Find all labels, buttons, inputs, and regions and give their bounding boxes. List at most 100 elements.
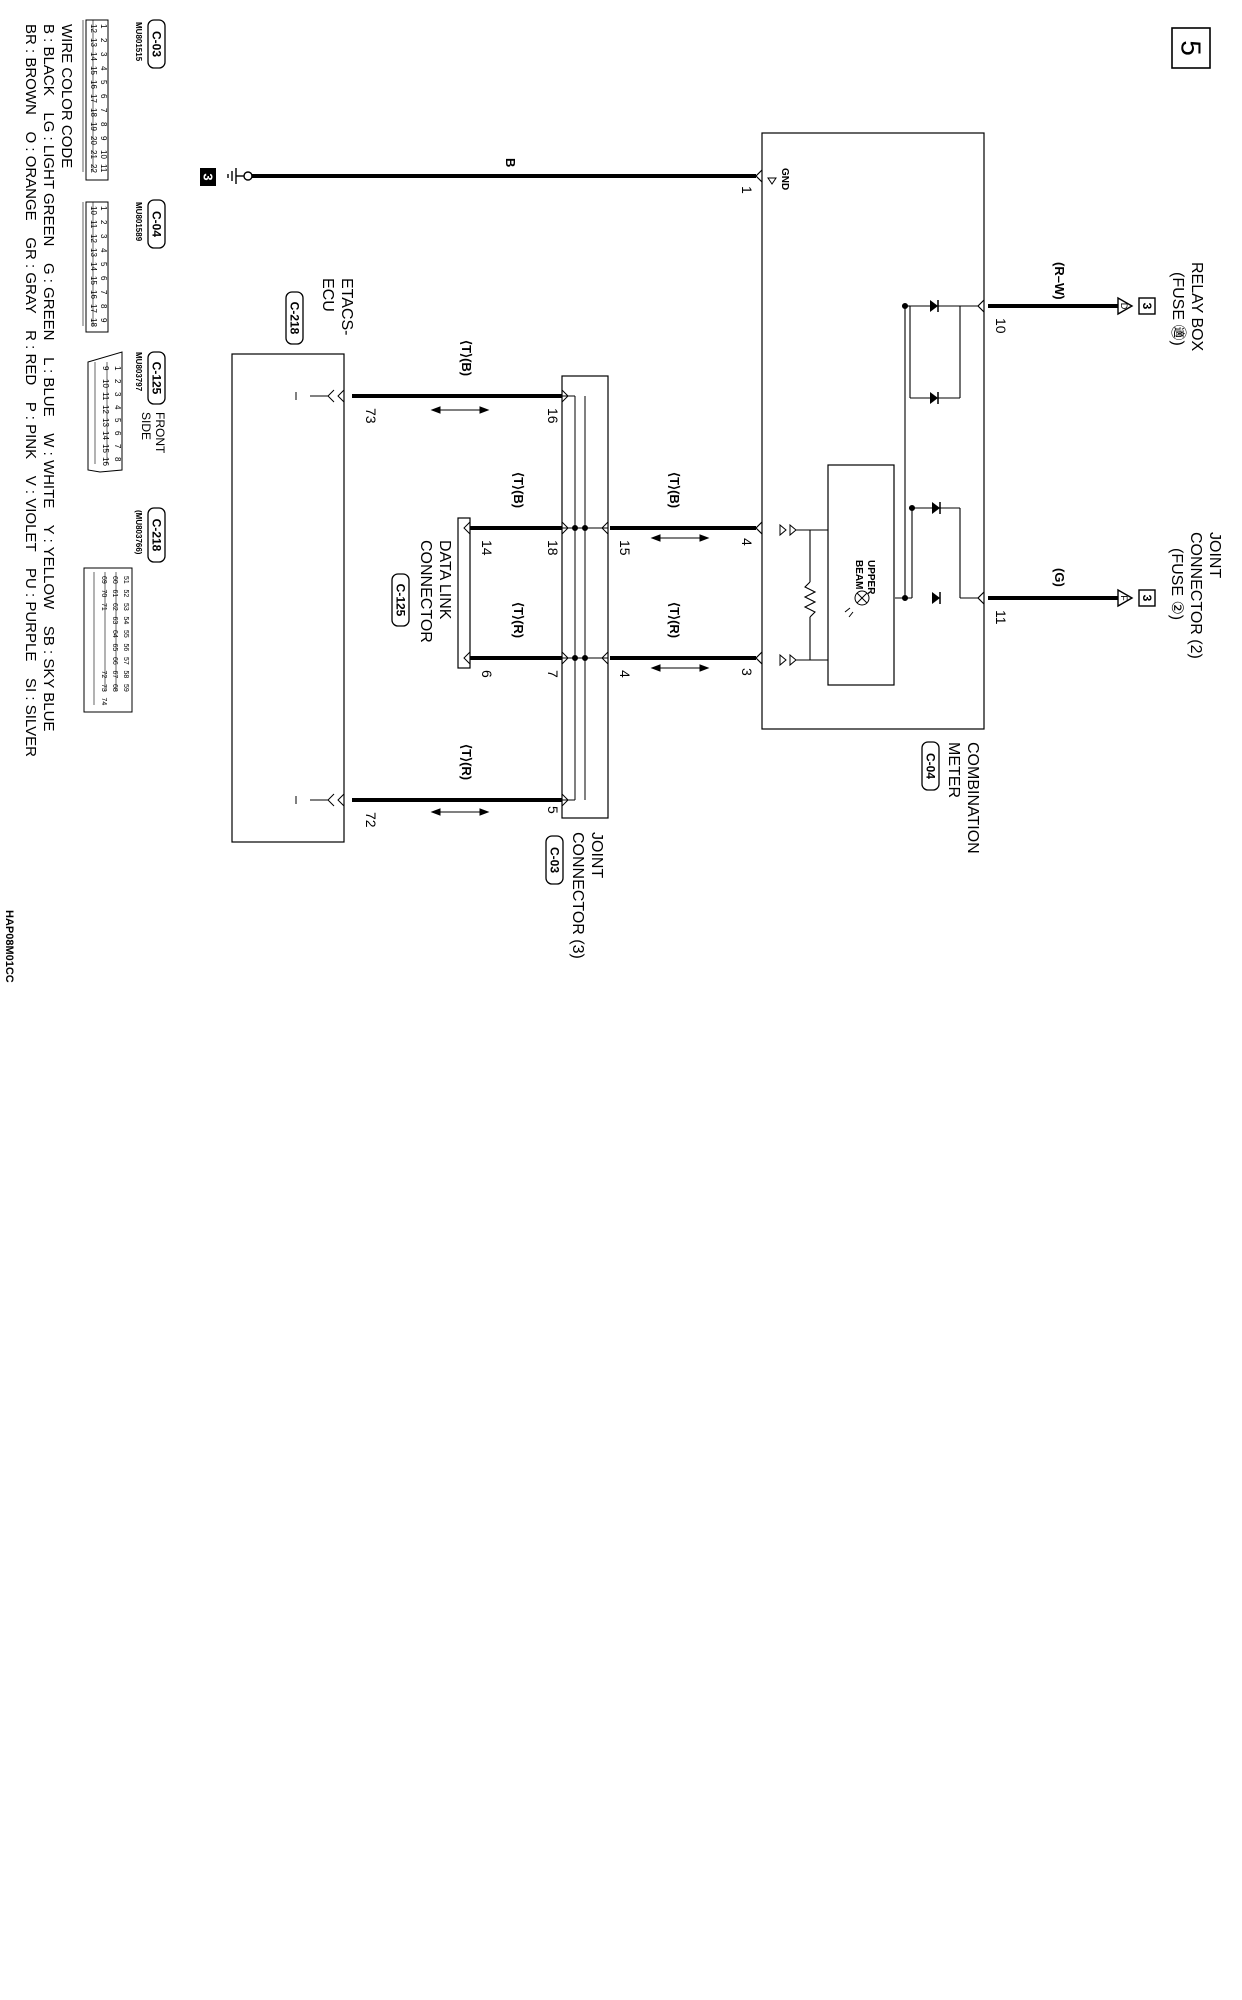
connector-pin-number: 11	[89, 220, 98, 229]
connector-pin-number: 58	[122, 671, 129, 679]
diode-icon	[932, 592, 941, 604]
connector-pin-number: 15	[101, 444, 110, 453]
joint2-wire-label: (G)	[1052, 568, 1067, 587]
connector-pin-number: 14	[101, 431, 110, 440]
connector-pin-number: 64	[111, 630, 118, 638]
svg-text:F: F	[1119, 595, 1129, 601]
svg-text:C-125: C-125	[150, 362, 164, 395]
connector-pin-number: 5	[113, 418, 122, 423]
svg-text:(MU803766): (MU803766)	[134, 510, 143, 555]
connector-pin-number: 3	[99, 52, 108, 57]
etacs-ecu-box	[231, 353, 345, 843]
connector-view-c-03: C-03 MU801515 12345678910111213141516171…	[82, 19, 166, 181]
connector-pin-number: 68	[111, 684, 118, 692]
joint-connector-3-ref: C-03	[545, 835, 564, 885]
bidirectional-arrow-icon	[650, 664, 710, 672]
connector-pin-number: 5	[99, 80, 108, 85]
connector-pin-number: 16	[101, 457, 110, 466]
svg-text:JOINT: JOINT	[1206, 532, 1223, 578]
connector-pin-number: 5	[99, 262, 108, 267]
connector-view-c-04: C-04 MU801589 12345678910111213141516171…	[82, 199, 166, 333]
data-link-connector-ref: C-125	[391, 573, 410, 627]
pin-18-label: 18	[545, 540, 561, 556]
connector-pin-number: 18	[89, 318, 98, 327]
connector-pin-number: 9	[101, 366, 110, 371]
svg-text:(FUSE ㊜): (FUSE ㊜)	[1169, 272, 1187, 346]
combination-meter-label: COMBINATION METER	[945, 742, 981, 854]
svg-text:ETACS-: ETACS-	[338, 278, 355, 335]
connector-pin-number: 9	[99, 136, 108, 141]
pin-16-label: 16	[545, 408, 561, 424]
meter-terminal-3	[755, 651, 763, 665]
joint-connector-2-label: JOINT CONNECTOR (2) (FUSE ②)	[1168, 532, 1223, 659]
indicator-lamp-icon	[844, 590, 870, 618]
svg-text:FRONT: FRONT	[153, 412, 167, 454]
connector-pin-number: 22	[89, 164, 98, 173]
drawing-code: HAP08M01CC	[3, 910, 15, 983]
meter-terminal-10	[977, 299, 985, 313]
connector-pin-number: 6	[113, 431, 122, 436]
connector-pin-number: 56	[122, 644, 129, 652]
page-number-box: 5	[1171, 27, 1211, 69]
svg-text:CONNECTOR (2): CONNECTOR (2)	[1187, 532, 1204, 659]
connector-pin-number: 15	[89, 276, 98, 285]
diode-icon	[930, 392, 939, 404]
connector-pin-number: 17	[89, 94, 98, 103]
svg-text:JOINT: JOINT	[588, 832, 605, 878]
connector-pin-number: 6	[99, 276, 108, 281]
pin-73-label: 73	[363, 408, 379, 424]
connector-pin-number: 7	[113, 444, 122, 449]
svg-text:COMBINATION: COMBINATION	[964, 742, 981, 854]
connector-pin-number: 19	[89, 122, 98, 131]
svg-text:BR : BROWN O : ORANGE GR: BR : BROWN O : ORANGE GR : GRAY R : RED …	[22, 24, 39, 757]
svg-text:C-218: C-218	[150, 519, 164, 552]
connector-pin-number: 52	[122, 590, 129, 598]
svg-text:SIDE: SIDE	[139, 412, 153, 440]
joint-connector-2-tag: 3	[1138, 589, 1156, 607]
svg-text:WIRE COLOR CODE: WIRE COLOR CODE	[58, 24, 75, 168]
svg-text:D: D	[1119, 303, 1129, 310]
pin-11-label: 11	[993, 610, 1009, 625]
pin-4-jc-label: 4	[617, 670, 633, 678]
connector-pin-number: 2	[99, 38, 108, 43]
gnd-label: GND	[779, 168, 790, 190]
svg-text:C-03: C-03	[548, 847, 562, 873]
ground-tag: 3	[200, 168, 216, 186]
connector-pin-number: 10	[89, 206, 98, 215]
pin-6-label: 6	[479, 670, 495, 678]
svg-text:B : BLACK LG : LIGHT GREEN: B : BLACK LG : LIGHT GREEN G : GREEN L :…	[40, 24, 57, 731]
connector-view-c-125: C-125 MU803797 FRONT SIDE 12345678910111…	[87, 351, 167, 473]
data-link-connector-label: DATA LINK CONNECTOR	[417, 540, 453, 643]
data-link-connector-box	[457, 517, 471, 669]
connector-pin-number: 59	[122, 684, 129, 692]
connector-pin-number: 4	[113, 405, 122, 410]
pin-1-label: 1	[739, 186, 755, 194]
resistor-icon	[800, 529, 828, 661]
pin-5-label: 5	[545, 806, 561, 814]
svg-text:CONNECTOR (3): CONNECTOR (3)	[569, 832, 586, 959]
relay-box-tag: 3	[1138, 297, 1156, 315]
connector-pin-number: 61	[111, 590, 118, 598]
pin-7-label: 7	[545, 670, 561, 678]
bidirectional-arrow-icon	[430, 406, 490, 414]
svg-text:C-04: C-04	[150, 211, 164, 237]
meter-internal-wiring	[895, 302, 978, 602]
connector-pin-number: 18	[89, 108, 98, 117]
connector-pin-number: 60	[111, 576, 118, 584]
pin-4-meter-label: 4	[739, 538, 755, 546]
connector-pin-number: 12	[89, 234, 98, 243]
connector-pin-number: 74	[100, 698, 107, 706]
ground-wire-label: B	[503, 158, 518, 167]
connector-pin-number: 16	[89, 290, 98, 299]
connector-pin-number: 8	[99, 122, 108, 127]
svg-text:(FUSE ②): (FUSE ②)	[1168, 548, 1185, 620]
joint-connector-3-box	[561, 375, 609, 819]
connector-pin-number: 70	[100, 590, 107, 598]
connector-pin-number: 69	[100, 576, 107, 584]
connector-pin-number: 13	[101, 418, 110, 427]
connector-pin-number: 14	[89, 262, 98, 271]
connector-pin-number: 55	[122, 630, 129, 638]
wire-label-t-r: ⟨T⟩(R)	[459, 744, 474, 780]
gnd-terminal	[767, 177, 777, 185]
